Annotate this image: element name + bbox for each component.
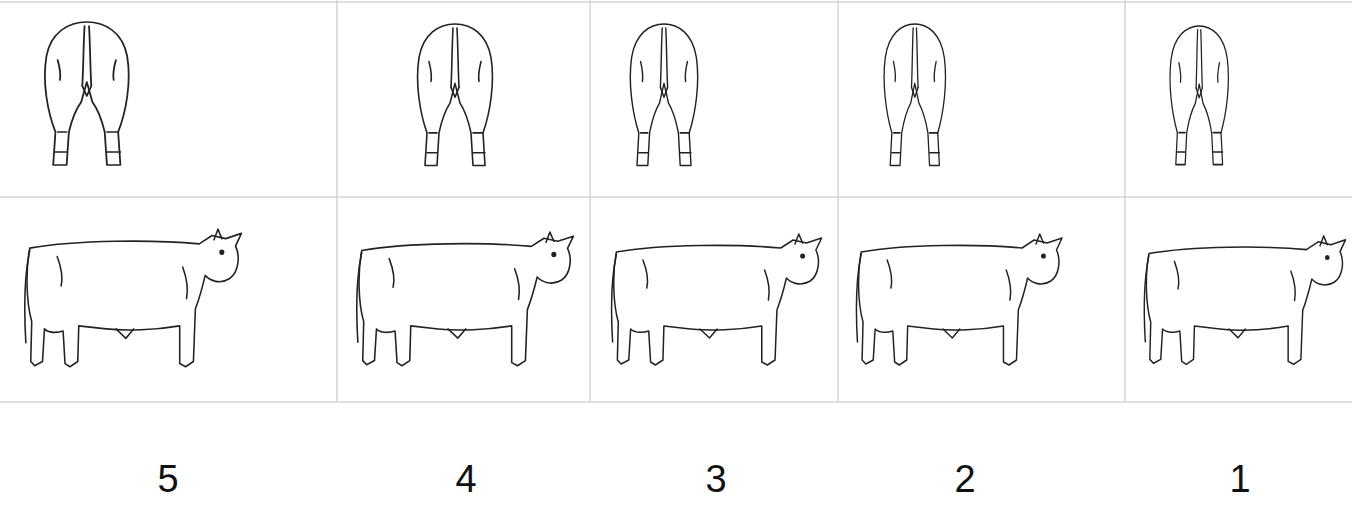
side-view-cow (856, 234, 1062, 365)
side-view-cow (357, 232, 574, 366)
score-number: 2 (954, 460, 975, 498)
score-number: 4 (455, 460, 476, 498)
grid-lines (0, 0, 1352, 402)
score-number: 3 (705, 460, 726, 498)
rear-view-cow (418, 24, 493, 166)
score-number: 5 (157, 460, 178, 498)
side-view-cow (1144, 236, 1345, 364)
rear-view-cow (1170, 26, 1228, 165)
rear-view-cow (884, 24, 945, 166)
side-view-cow (25, 229, 242, 367)
score-number: 1 (1229, 460, 1250, 498)
rear-view-cow (630, 24, 697, 166)
rear-view-cow (45, 22, 129, 165)
side-view-cow (611, 234, 821, 365)
